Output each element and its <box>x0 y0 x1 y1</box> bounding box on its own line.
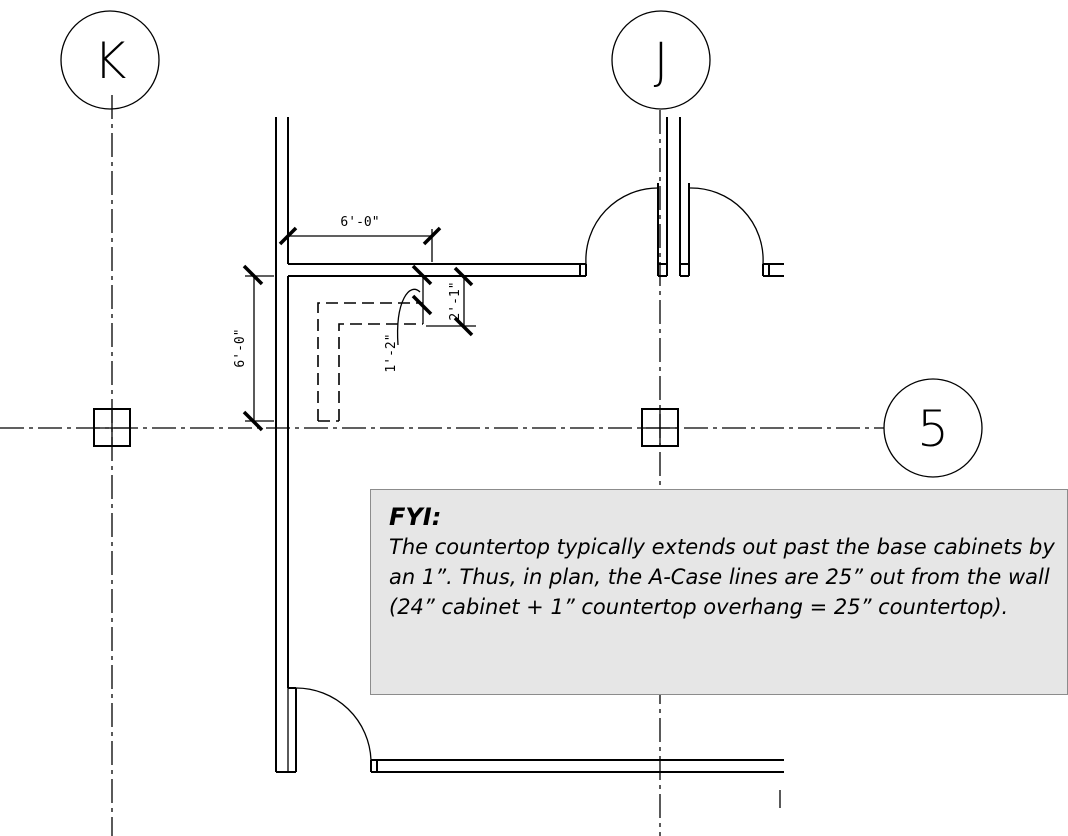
grid-bubble-j: J <box>611 10 711 110</box>
fyi-note-box: FYI: The countertop typically extends ou… <box>370 489 1068 695</box>
dimension-corner-label: 2'-1" <box>448 281 463 320</box>
doors <box>295 187 764 761</box>
grid-bubble-5: 5 <box>883 378 983 478</box>
walls <box>275 117 784 808</box>
grid-lines <box>0 95 884 836</box>
dimension-leader: 1'-2" <box>384 264 433 373</box>
fyi-note-title: FYI: <box>389 503 442 531</box>
countertop-outline <box>317 302 423 422</box>
dimension-top-label: 6'-0" <box>340 215 379 230</box>
dimension-left-label: 6'-0" <box>233 328 248 367</box>
grid-bubble-j-label: J <box>654 32 669 90</box>
columns <box>93 408 679 447</box>
grid-bubble-k-label: K <box>94 32 127 90</box>
dimension-leader-label: 1'-2" <box>384 333 399 372</box>
grid-bubble-5-label: 5 <box>917 400 949 458</box>
dimension-corner: 2'-1" <box>426 266 476 337</box>
grid-bubble-k: K <box>60 10 160 110</box>
dimension-top: 6'-0" <box>278 215 442 262</box>
fyi-note-body: The countertop typically extends out pas… <box>389 535 1055 619</box>
dimension-left: 6'-0" <box>233 264 274 432</box>
